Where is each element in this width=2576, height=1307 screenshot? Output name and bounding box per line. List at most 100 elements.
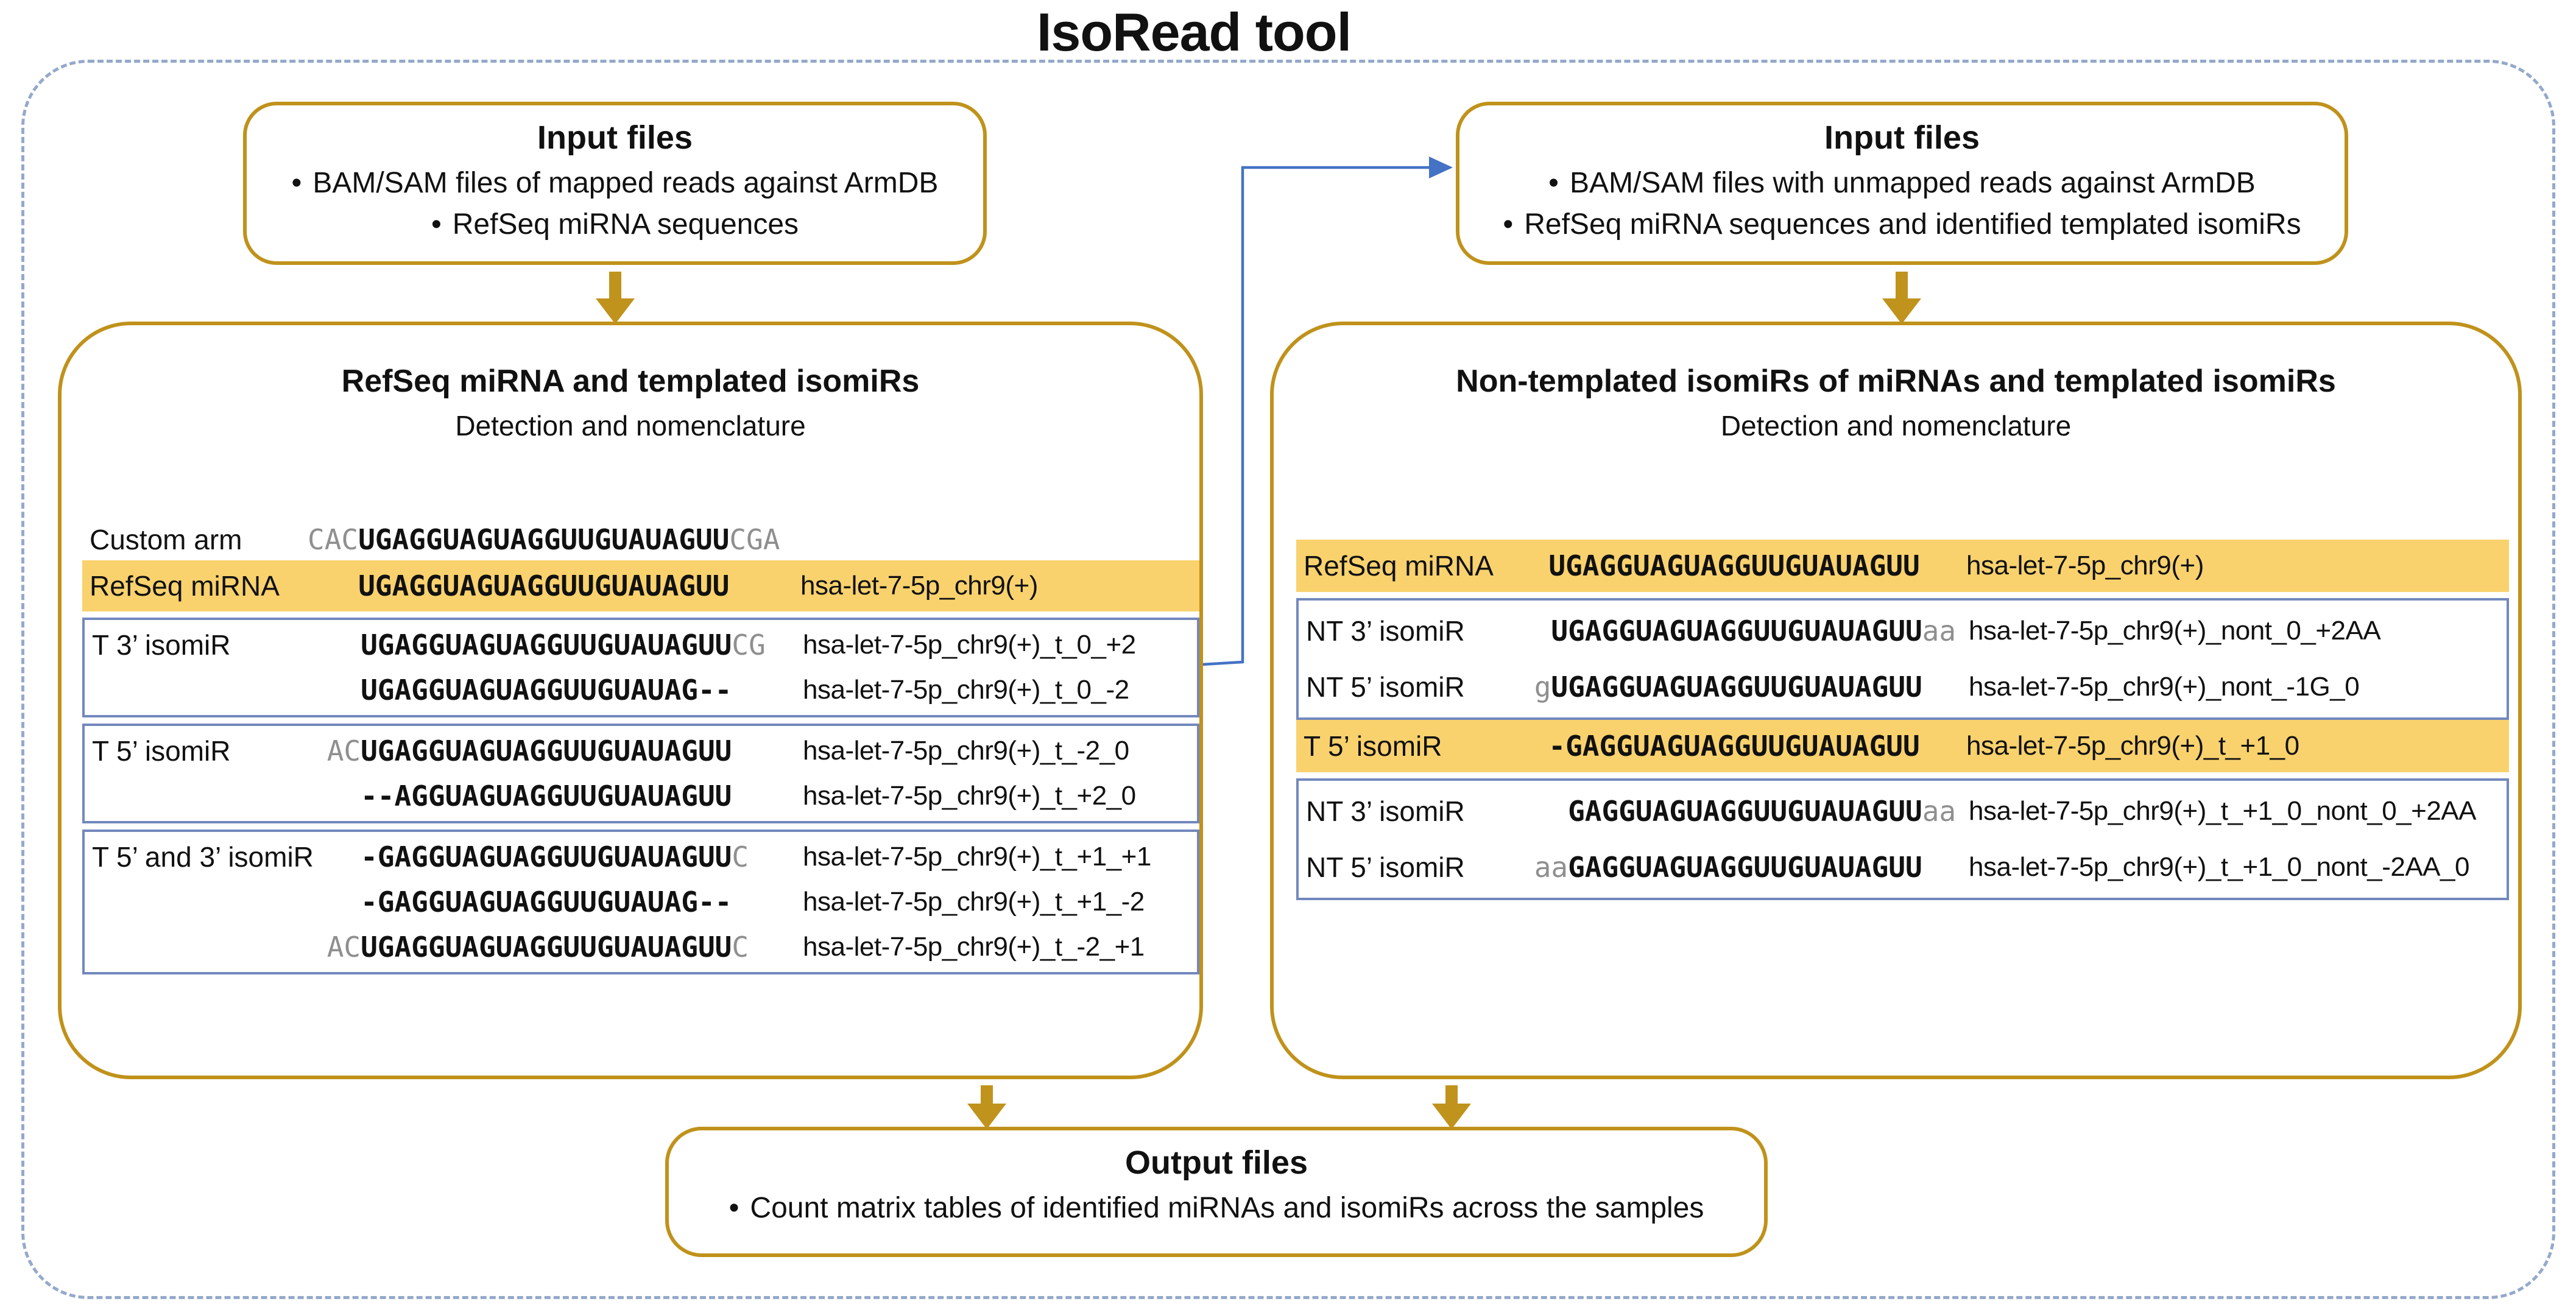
arrow-down-icon xyxy=(1432,1085,1471,1129)
connector-arrowhead xyxy=(1429,157,1453,178)
bullet-text: RefSeq miRNA sequences and identified te… xyxy=(1524,208,2301,241)
output-files-title: Output files xyxy=(1125,1144,1308,1181)
table-row: -GAGGUAGUAGGUUGUAUAG-- hsa-let-7-5p_chr9(… xyxy=(85,879,1197,925)
arrow-head xyxy=(1432,1104,1471,1129)
sequence-template-flank: CG xyxy=(732,629,766,661)
sequence-align-pad xyxy=(310,674,361,706)
row-sequence: UGAGGUAGUAGGUUGUAUAG-- xyxy=(310,674,803,706)
sequence-core: -GAGGUAGUAGGUUGUAUAG-- xyxy=(361,886,732,918)
row-sequence: aaGAGGUAGUAGGUUGUAUAGUU xyxy=(1517,851,1969,884)
bullet-dot-icon: • xyxy=(1548,167,1559,199)
sequence-core: -GAGGUAGUAGGUUGUAUAGUU xyxy=(361,840,732,873)
sequence-align-pad xyxy=(1515,730,1548,763)
row-label: T 3’ isomiR xyxy=(92,629,231,661)
row-nomenclature: hsa-let-7-5p_chr9(+)_t_+1_0_nont_-2AA_0 xyxy=(1969,852,2469,882)
row-sequence: CACUGAGGUAGUAGGUUGUAUAGUUCGA xyxy=(308,523,800,556)
page-title: IsoRead tool xyxy=(1036,2,1352,62)
sequence-align-pad xyxy=(310,931,327,964)
bullet-text: BAM/SAM files with unmapped reads agains… xyxy=(1569,167,2256,199)
sequence-core: UGAGGUAGUAGGUUGUAUAGUU xyxy=(361,931,732,964)
table-row: T 3’ isomiR UGAGGUAGUAGGUUGUAUAGUUCG hsa-… xyxy=(85,622,1197,668)
output-files-box: Output files •Count matrix tables of ide… xyxy=(665,1127,1768,1257)
sequence-align-pad xyxy=(310,735,327,767)
arrow-down-icon xyxy=(967,1085,1006,1129)
arrow-head xyxy=(596,298,635,324)
sequence-template-flank: CGA xyxy=(729,523,780,556)
templated-isomir-panel: RefSeq miRNA and templated isomiRs Detec… xyxy=(58,322,1203,1079)
row-nomenclature: hsa-let-7-5p_chr9(+)_t_+1_0 xyxy=(1966,731,2299,761)
sequence-template-flank: C xyxy=(732,840,749,873)
sequence-align-pad xyxy=(308,569,358,602)
sequence-core: UGAGGUAGUAGGUUGUAUAGUU xyxy=(361,735,732,767)
sequence-template-flank: C xyxy=(732,931,749,964)
sequence-template-flank: AC xyxy=(326,931,361,964)
bullet-text: BAM/SAM files of mapped reads against Ar… xyxy=(312,167,939,199)
nontemplated-panel-subtitle: Detection and nomenclature xyxy=(1720,410,2072,442)
arrow-shaft xyxy=(609,272,621,298)
isomir-group-box: T 5’ and 3’ isomiR -GAGGUAGUAGGUUGUAUAGU… xyxy=(82,830,1199,974)
templated-to-nontemplated-connector-arrow xyxy=(1202,157,1453,666)
row-label: NT 5’ isomiR xyxy=(1306,851,1465,883)
row-label: Custom arm xyxy=(90,524,242,555)
sequence-template-flank: aa xyxy=(1922,795,1957,828)
row-sequence: ACUGAGGUAGUAGGUUGUAUAGUU xyxy=(310,735,803,767)
bullet-text: RefSeq miRNA sequences xyxy=(452,208,799,241)
row-sequence: -GAGGUAGUAGGUUGUAUAGUU xyxy=(1515,730,1966,763)
arrow-head xyxy=(1882,298,1921,324)
sequence-align-pad xyxy=(1517,671,1534,703)
arrow-down-icon xyxy=(1882,272,1921,324)
table-row: T 5’ and 3’ isomiR -GAGGUAGUAGGUUGUAUAGU… xyxy=(85,834,1197,879)
isomir-group-box: T 3’ isomiR UGAGGUAGUAGGUUGUAUAGUUCG hsa-… xyxy=(82,618,1199,717)
row-sequence: -GAGGUAGUAGGUUGUAUAG-- xyxy=(310,886,803,918)
row-sequence: --AGGUAGUAGGUUGUAUAGUU xyxy=(310,780,803,812)
input-files-right-title: Input files xyxy=(1824,119,1980,156)
bullet-item: • BAM/SAM files with unmapped reads again… xyxy=(1459,163,2345,204)
sequence-core: GAGGUAGUAGGUUGUAUAGUU xyxy=(1568,851,1922,884)
row-label: T 5’ isomiR xyxy=(92,735,231,767)
sequence-align-pad xyxy=(1517,795,1568,828)
input-files-left-bullets: • BAM/SAM files of mapped reads against A… xyxy=(247,163,983,245)
row-sequence: UGAGGUAGUAGGUUGUAUAGUU xyxy=(1515,549,1966,582)
sequence-core: UGAGGUAGUAGGUUGUAUAGUU xyxy=(358,569,730,602)
sequence-core: --AGGUAGUAGGUUGUAUAGUU xyxy=(361,780,732,812)
row-nomenclature: hsa-let-7-5p_chr9(+)_t_0_-2 xyxy=(803,675,1129,705)
output-files-bullets: •Count matrix tables of identified miRNA… xyxy=(669,1188,1764,1229)
nontemplated-isomir-panel: Non-templated isomiRs of miRNAs and temp… xyxy=(1270,322,2522,1079)
sequence-core: GAGGUAGUAGGUUGUAUAGUU xyxy=(1568,795,1922,828)
nontemplated-panel-title: Non-templated isomiRs of miRNAs and temp… xyxy=(1456,364,2336,399)
row-nomenclature: hsa-let-7-5p_chr9(+)_t_+1_+1 xyxy=(803,842,1151,872)
bullet-item: •RefSeq miRNA sequences and identified t… xyxy=(1459,204,2345,245)
sequence-core: UGAGGUAGUAGGUUGUAUAGUU xyxy=(358,523,730,556)
sequence-template-flank: aa xyxy=(1922,615,1957,647)
row-label: NT 3’ isomiR xyxy=(1306,795,1465,827)
sequence-core: UGAGGUAGUAGGUUGUAUAG-- xyxy=(361,674,732,706)
table-row: Custom arm CACUGAGGUAGUAGGUUGUAUAGUUCGA xyxy=(82,521,1199,558)
row-label: RefSeq miRNA xyxy=(1304,550,1494,582)
sequence-align-pad xyxy=(310,629,361,661)
row-nomenclature: hsa-let-7-5p_chr9(+) xyxy=(1966,551,2204,580)
bullet-text: Count matrix tables of identified miRNAs… xyxy=(750,1192,1704,1224)
row-nomenclature: hsa-let-7-5p_chr9(+)_t_0_+2 xyxy=(803,630,1136,660)
row-sequence: ACUGAGGUAGUAGGUUGUAUAGUUC xyxy=(310,931,803,964)
sequence-template-flank: g xyxy=(1534,671,1551,703)
arrow-shaft xyxy=(981,1085,993,1104)
sequence-template-flank: CAC xyxy=(308,523,359,556)
sequence-core: UGAGGUAGUAGGUUGUAUAGUU xyxy=(361,629,732,661)
bullet-dot-icon: • xyxy=(431,208,442,241)
sequence-core: UGAGGUAGUAGGUUGUAUAGUU xyxy=(1551,671,1922,703)
row-sequence: GAGGUAGUAGGUUGUAUAGUUaa xyxy=(1517,795,1969,828)
bullet-dot-icon: • xyxy=(291,167,302,199)
row-nomenclature: hsa-let-7-5p_chr9(+)_t_+1_-2 xyxy=(803,887,1145,917)
